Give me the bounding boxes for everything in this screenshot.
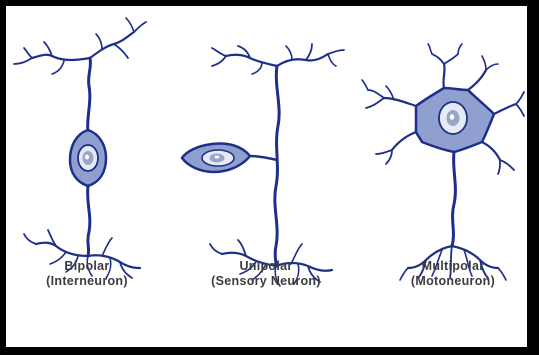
neuron-types-diagram — [6, 6, 527, 347]
multipolar-neuron — [362, 44, 524, 280]
bipolar-subtitle: (Interneuron) — [16, 274, 158, 289]
multipolar-subtitle: (Motoneuron) — [378, 274, 527, 289]
unipolar-label: Unipolar (Sensory Neuron) — [156, 259, 376, 289]
diagram-frame: Bipolar (Interneuron) Unipolar (Sensory … — [6, 6, 527, 347]
unipolar-subtitle: (Sensory Neuron) — [156, 274, 376, 289]
bipolar-label: Bipolar (Interneuron) — [16, 259, 158, 289]
bipolar-neuron — [14, 18, 146, 278]
unipolar-neuron — [182, 44, 344, 286]
multipolar-label: Multipolar (Motoneuron) — [378, 259, 527, 289]
multipolar-name: Multipolar — [378, 259, 527, 274]
bipolar-name: Bipolar — [16, 259, 158, 274]
unipolar-name: Unipolar — [156, 259, 376, 274]
